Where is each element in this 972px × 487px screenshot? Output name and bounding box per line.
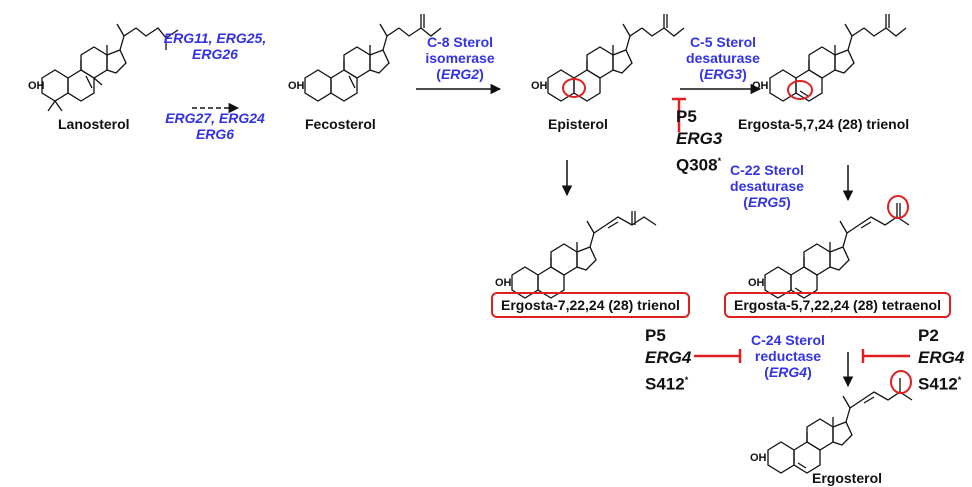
mutation-p5-erg3: P5 ERG3 Q308* (676, 107, 723, 175)
oh-label: OH (750, 452, 767, 464)
trienol-7-22-24-structure (511, 211, 657, 299)
highlight-circle (890, 370, 912, 394)
fecosterol-label: Fecosterol (305, 116, 376, 132)
oh-label: OH (28, 80, 45, 92)
mutation-p2-erg4: P2 ERG4 S412* (918, 326, 965, 394)
c8-isomerase-label: C-8 Sterol isomerase (ERG2) (425, 34, 495, 82)
episterol-label: Episterol (548, 116, 608, 132)
trienol-7-22-24-label: Ergosta-7,22,24 (28) trienol (491, 292, 690, 318)
trienol-5-7-24-structure (769, 14, 907, 102)
episterol-structure (547, 14, 685, 102)
oh-label: OH (748, 277, 765, 289)
highlight-circle (887, 195, 909, 219)
highlight-circle (787, 80, 813, 100)
enzymes-step1-bottom: ERG27, ERG24 ERG6 (165, 110, 265, 142)
fecosterol-structure (304, 14, 442, 102)
ergosterol-label: Ergosterol (812, 470, 883, 486)
mutation-p5-erg4: P5 ERG4 S412* (645, 326, 692, 394)
highlight-circle (562, 78, 586, 98)
lanosterol-label: Lanosterol (58, 116, 130, 132)
trienol-5-7-24-label: Ergosta-5,7,24 (28) trienol (738, 116, 910, 132)
c22-desaturase-label: C-22 Sterol desaturase (ERG5) (730, 162, 804, 210)
oh-label: OH (495, 277, 512, 289)
lanosterol-structure (41, 23, 179, 112)
tetraenol-label: Ergosta-5,7,22,24 (28) tetraenol (724, 292, 951, 318)
c24-reductase-label: C-24 Sterol reductase (ERG4) (751, 332, 825, 380)
oh-label: OH (288, 80, 305, 92)
ergosterol-structure (767, 370, 913, 474)
tetraenol-structure (764, 195, 910, 299)
oh-label: OH (752, 80, 769, 92)
c5-desaturase-label: C-5 Sterol desaturase (ERG3) (686, 34, 760, 82)
oh-label: OH (531, 80, 548, 92)
enzymes-step1-top: ERG11, ERG25, ERG26 (163, 30, 267, 62)
